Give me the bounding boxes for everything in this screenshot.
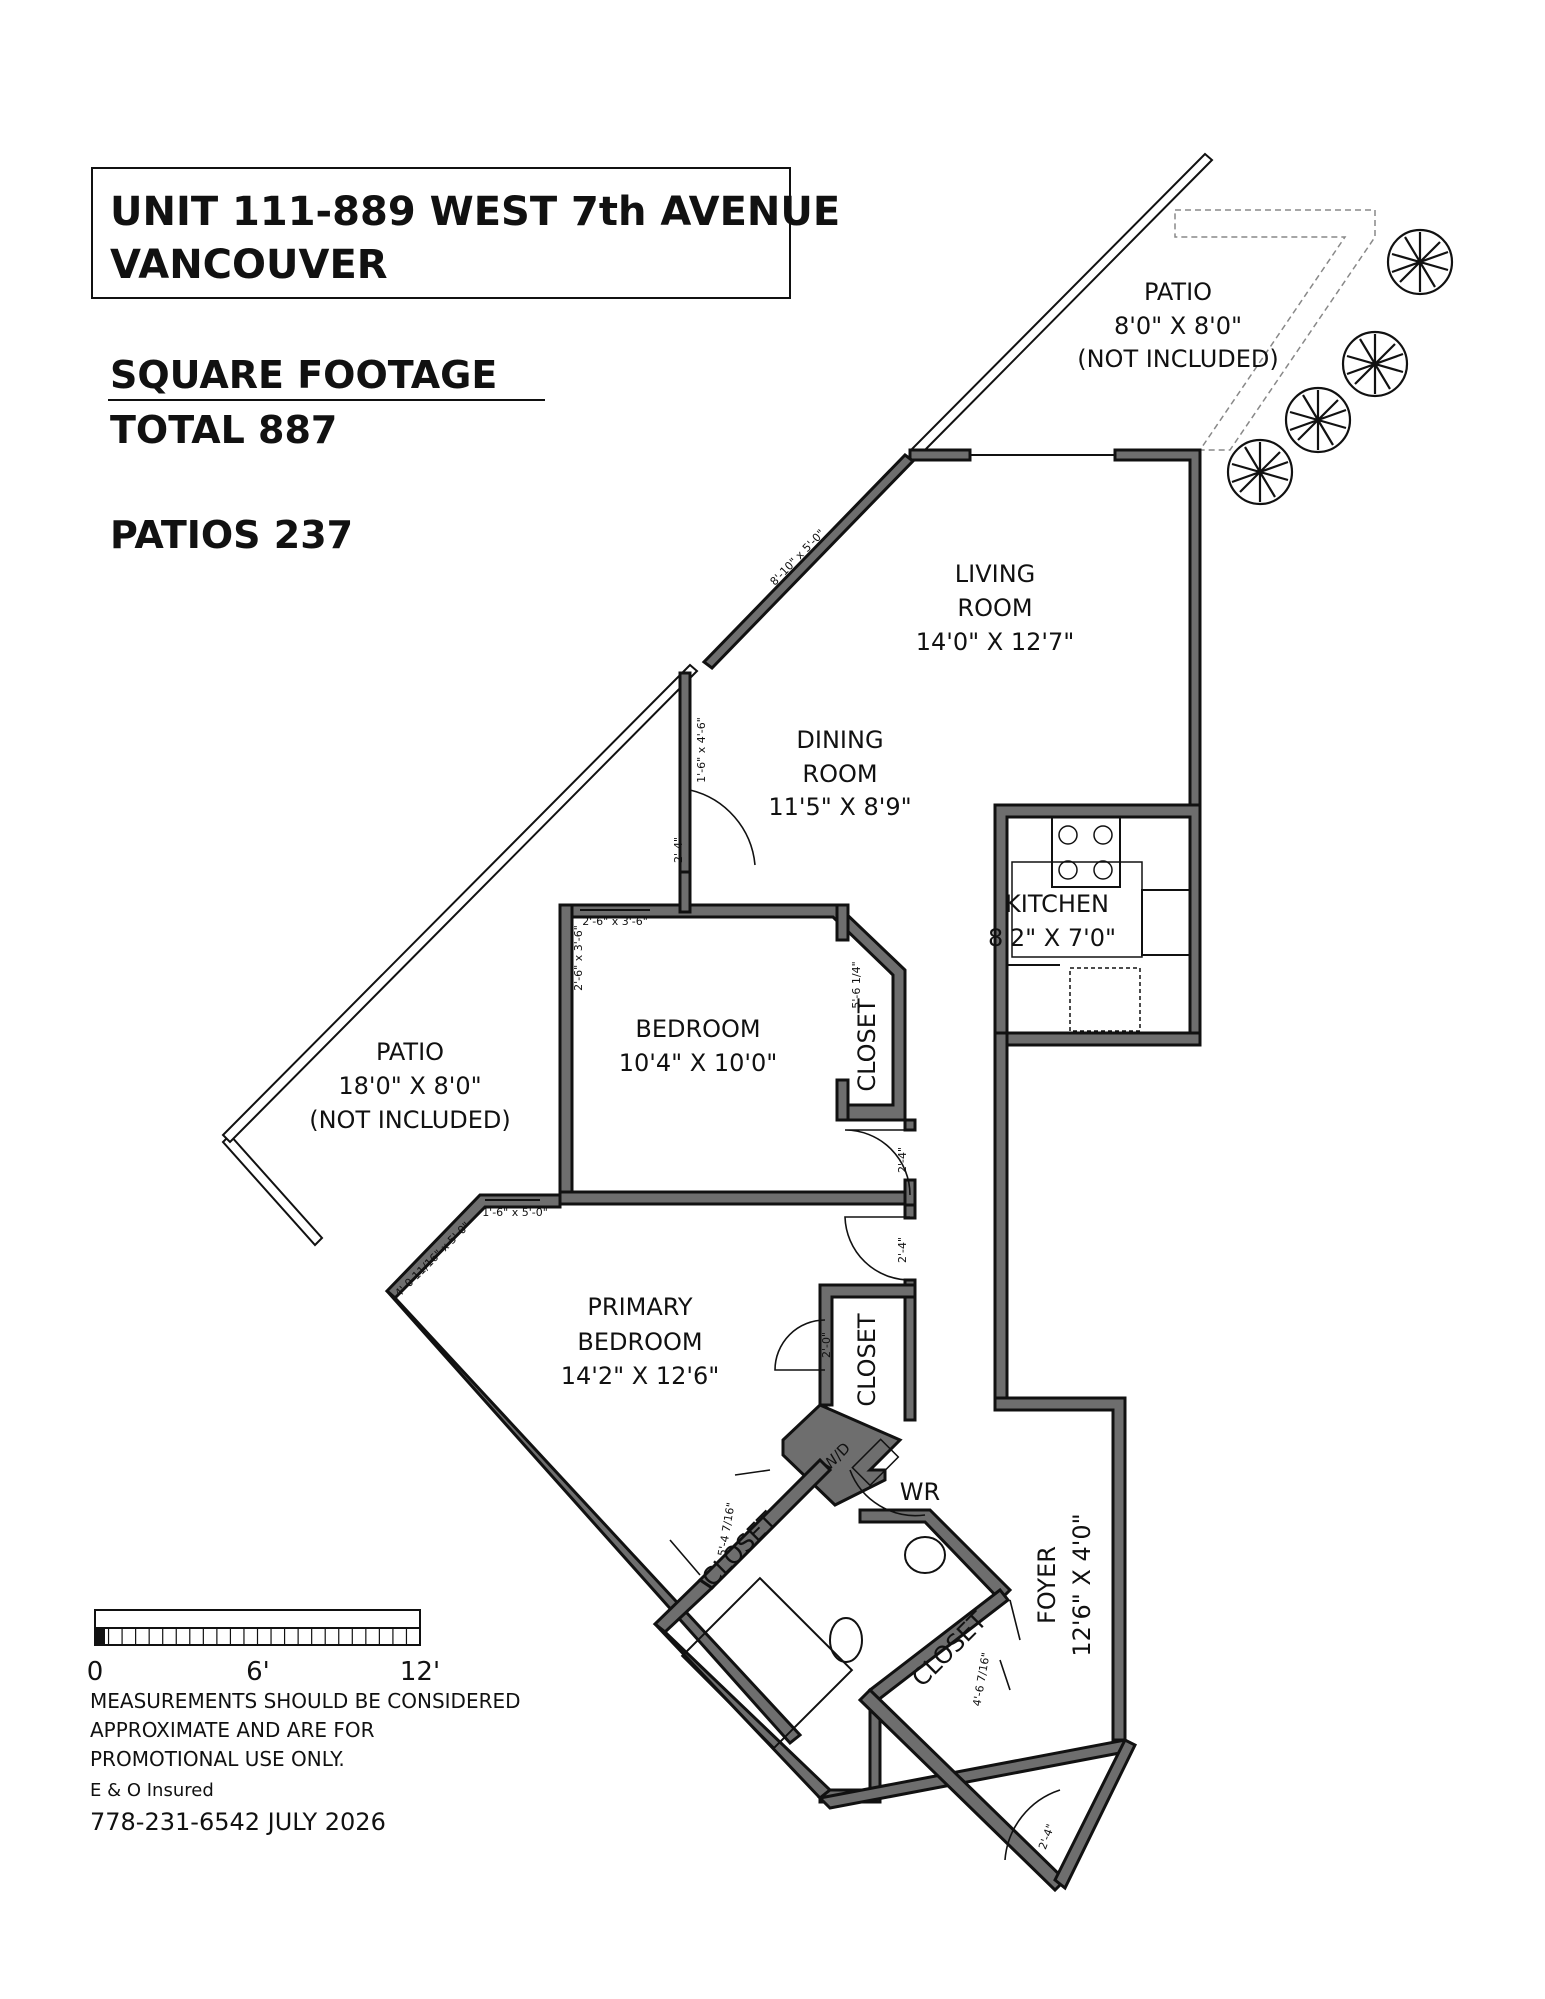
scale-label-0: 0 — [87, 1657, 104, 1687]
room-labels: PATIO 8'0" X 8'0" (NOT INCLUDED) LIVING … — [309, 278, 1279, 1692]
svg-text:8'0" X 8'0": 8'0" X 8'0" — [1114, 312, 1242, 340]
title-line-2: VANCOUVER — [110, 242, 388, 288]
burner-icon — [1093, 860, 1113, 880]
door-bed-dim: 2'-4" — [896, 1147, 909, 1173]
scale-label-12: 12' — [400, 1657, 440, 1687]
svg-text:DINING: DINING — [796, 726, 883, 754]
bathtub-icon — [680, 1576, 854, 1750]
tree-icon — [1284, 386, 1352, 454]
kitchen-fixtures — [1007, 816, 1191, 1032]
svg-text:11'5" X 8'9": 11'5" X 8'9" — [768, 793, 911, 821]
svg-text:KITCHEN: KITCHEN — [1005, 890, 1109, 918]
tree-icon — [1386, 228, 1454, 296]
tree-icons — [1226, 228, 1454, 506]
door-foyer[interactable] — [1004, 1789, 1061, 1861]
svg-text:BEDROOM: BEDROOM — [635, 1015, 760, 1043]
door-closet-foyer[interactable] — [999, 1599, 1021, 1691]
disclaimer-block: MEASUREMENTS SHOULD BE CONSIDERED APPROX… — [90, 1689, 521, 1836]
disclaimer-line-4: E & O Insured — [90, 1780, 214, 1801]
svg-text:PRIMARY: PRIMARY — [587, 1293, 692, 1321]
patio-railing — [221, 152, 1214, 1247]
burner-icon — [1058, 825, 1078, 845]
stove-icon — [1051, 816, 1121, 888]
bedroom-label: BEDROOM 10'4" X 10'0" — [619, 1015, 778, 1077]
living-room-label: LIVING ROOM 14'0" X 12'7" — [916, 560, 1075, 656]
primary-bedroom-label: PRIMARY BEDROOM 14'2" X 12'6" — [561, 1293, 720, 1390]
patio-left-label: PATIO 18'0" X 8'0" (NOT INCLUDED) — [309, 1038, 511, 1134]
door-foyer-dim: 2'-4" — [1036, 1822, 1057, 1851]
tree-icon — [1226, 438, 1294, 506]
svg-text:(NOT INCLUDED): (NOT INCLUDED) — [1077, 345, 1279, 373]
disclaimer-line-2: APPROXIMATE AND ARE FOR — [90, 1718, 375, 1742]
door-closet-primary[interactable] — [774, 1319, 826, 1371]
svg-text:PATIO: PATIO — [376, 1038, 444, 1066]
svg-text:FOYER: FOYER — [1033, 1546, 1061, 1624]
closet-primary-label: CLOSET — [853, 1313, 881, 1407]
foyer-label: FOYER 12'6" X 4'0" — [1033, 1513, 1096, 1656]
patio-top-label: PATIO 8'0" X 8'0" (NOT INCLUDED) — [1077, 278, 1279, 373]
door-dining[interactable] — [689, 789, 756, 875]
square-footage-total: TOTAL 887 — [110, 408, 337, 452]
svg-text:18'0" X 8'0": 18'0" X 8'0" — [338, 1072, 481, 1100]
disclaimer-line-1: MEASUREMENTS SHOULD BE CONSIDERED — [90, 1689, 521, 1713]
closet-bedroom-label: CLOSET — [853, 998, 881, 1092]
sink-icon — [1141, 889, 1191, 956]
door-closet-primary-dim: 2'-0" — [820, 1332, 833, 1358]
square-footage-block: SQUARE FOOTAGE TOTAL 887 PATIOS 237 — [108, 353, 545, 557]
scale-label-6: 6' — [246, 1657, 270, 1687]
door-dining-dim: 2'-4" — [672, 837, 685, 863]
window-primary-b-dim: 1'-6" x 5'-0" — [482, 1206, 548, 1219]
svg-text:14'2" X 12'6": 14'2" X 12'6" — [561, 1362, 720, 1390]
door-closet-lower[interactable] — [669, 1469, 771, 1576]
svg-text:10'4" X 10'0": 10'4" X 10'0" — [619, 1049, 778, 1077]
door-primary-dim: 2'-4" — [896, 1237, 909, 1263]
washer-dryer-icon — [851, 1438, 900, 1487]
door-wr[interactable] — [849, 1469, 926, 1517]
disclaimer-line-3: PROMOTIONAL USE ONLY. — [90, 1747, 345, 1771]
svg-text:14'0" X 12'7": 14'0" X 12'7" — [916, 628, 1075, 656]
closet-lower-label: CLOSET — [696, 1506, 782, 1592]
walls — [384, 448, 1202, 1893]
burner-icon — [1093, 825, 1113, 845]
disclaimer-line-5: 778-231-6542 JULY 2026 — [90, 1808, 386, 1836]
title-box — [91, 167, 791, 299]
doors — [669, 789, 1061, 1861]
sink-icon — [904, 1536, 946, 1574]
svg-text:BEDROOM: BEDROOM — [577, 1328, 702, 1356]
door-primary[interactable] — [844, 1216, 911, 1281]
door-bedroom[interactable] — [844, 1129, 911, 1196]
windows — [485, 454, 1115, 1201]
window-primary-a-dim: 4'-0 11/16" x 5'-0" — [392, 1219, 472, 1299]
bath-fixtures — [680, 1438, 946, 1750]
svg-text:LIVING: LIVING — [955, 560, 1036, 588]
tree-icon — [1341, 330, 1409, 398]
scale-bar: 0 6' 12' — [87, 1609, 440, 1687]
window-dining-dim: 1'-6" x 4'-6" — [695, 717, 708, 783]
title-line-1: UNIT 111-889 WEST 7th AVENUE — [110, 189, 840, 235]
title-block: UNIT 111-889 WEST 7th AVENUE VANCOUVER — [91, 167, 840, 299]
square-footage-patios: PATIOS 237 — [110, 513, 353, 557]
patio-planter — [1174, 209, 1376, 451]
svg-text:12'6" X 4'0": 12'6" X 4'0" — [1068, 1513, 1096, 1656]
square-footage-heading: SQUARE FOOTAGE — [110, 353, 497, 397]
svg-text:ROOM: ROOM — [802, 760, 877, 788]
wr-label: WR — [900, 1478, 940, 1506]
closet-bed-dim: 5'-6 1/4" — [850, 961, 863, 1008]
closet-foyer-dim: 4'-6 7/16" — [970, 1652, 992, 1708]
svg-text:PATIO: PATIO — [1144, 278, 1212, 306]
counter — [1011, 861, 1143, 958]
scale-bar-start — [95, 1628, 105, 1645]
dining-room-label: DINING ROOM 11'5" X 8'9" — [768, 726, 911, 821]
kitchen-label: KITCHEN 8'2" X 7'0" — [988, 890, 1116, 952]
dishwasher-icon — [1069, 967, 1141, 1032]
window-bed-top-dim: 2'-6" x 3'-6" — [582, 915, 648, 928]
burner-icon — [1058, 860, 1078, 880]
toilet-icon — [829, 1617, 863, 1663]
svg-text:ROOM: ROOM — [957, 594, 1032, 622]
window-bed-left-dim: 2'-6" x 3'-6" — [572, 925, 585, 991]
svg-text:(NOT INCLUDED): (NOT INCLUDED) — [309, 1106, 511, 1134]
svg-text:8'2" X 7'0": 8'2" X 7'0" — [988, 924, 1116, 952]
scale-ticks — [107, 1628, 408, 1645]
